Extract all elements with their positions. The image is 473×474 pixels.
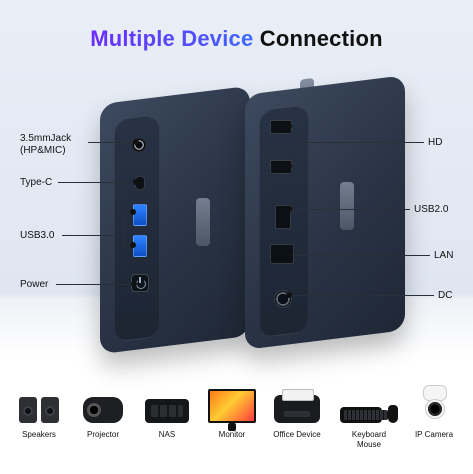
dot-hd-1: [286, 123, 292, 129]
device-label: IP Camera: [414, 430, 454, 439]
page-title: Multiple Device Connection: [0, 26, 473, 52]
camera-shape: [417, 385, 451, 423]
printer-icon: [268, 375, 326, 423]
device-label: Projector: [86, 430, 119, 439]
label-type-c: Type-C: [20, 177, 53, 188]
printer-shape: [274, 389, 320, 423]
leader-usb2: [292, 209, 410, 210]
title-accent: Multiple Device: [90, 26, 254, 51]
device-label: Monitor: [218, 430, 246, 439]
leader-usb3-bottom: [123, 245, 133, 246]
keyboard-shape: [340, 407, 389, 423]
label-lan: LAN: [434, 250, 454, 261]
label-usb2: USB2.0: [414, 204, 449, 215]
device-label: Keyboard Mouse: [351, 430, 387, 449]
dot-usb2: [286, 206, 292, 212]
speaker-left-icon: [19, 397, 37, 423]
leader-usb3: [62, 235, 123, 236]
device-item-keyboard-mouse: Keyboard Mouse: [340, 375, 398, 450]
projector-shape: [83, 397, 123, 423]
dot-usb3-2: [130, 242, 136, 248]
dot-audio-jack: [133, 139, 139, 145]
label-usb3: USB3.0: [20, 230, 55, 241]
leader-usb3-vertical: [123, 212, 124, 245]
ip-camera-icon: [405, 375, 463, 423]
dot-power: [131, 281, 137, 287]
keyboard-mouse-icon: [340, 375, 398, 423]
label-audio-jack: 3.5mmJack (HP&MIC): [20, 133, 72, 156]
device-item-speakers: Speakers: [10, 375, 68, 440]
brand-plate-right: [340, 182, 354, 230]
device-item-ip-camera: IP Camera: [405, 375, 463, 440]
speaker-right-icon: [41, 397, 59, 423]
leader-hd-vertical: [298, 126, 299, 166]
device-item-projector: Projector: [74, 375, 132, 440]
device-item-monitor: Monitor: [203, 375, 261, 440]
dot-dc: [286, 292, 292, 298]
device-label: NAS: [158, 430, 176, 439]
dot-type-c: [133, 179, 139, 185]
speakers-icon: [10, 375, 68, 423]
dot-hd-2: [286, 163, 292, 169]
leader-power: [56, 284, 134, 285]
dot-lan: [286, 252, 292, 258]
nas-icon: [138, 375, 196, 423]
device-label: Office Device: [273, 430, 321, 439]
leader-hd: [298, 142, 424, 143]
nas-shape: [145, 399, 189, 423]
leader-audio-jack: [88, 142, 136, 143]
device-item-nas: NAS: [138, 375, 196, 440]
mouse-shape: [388, 405, 398, 423]
leader-type-c: [58, 182, 136, 183]
monitor-icon: [203, 375, 261, 431]
power-button: [131, 274, 149, 292]
usb3-port-1: [133, 204, 147, 226]
title-rest: Connection: [259, 26, 383, 51]
device-strip: Speakers Projector NAS Monitor Office De…: [10, 375, 463, 467]
projector-icon: [74, 375, 132, 423]
monitor-shape: [208, 389, 256, 431]
lan-port: [270, 244, 294, 264]
leader-dc: [292, 295, 434, 296]
device-item-office-device: Office Device: [268, 375, 326, 440]
label-dc: DC: [438, 290, 453, 301]
leader-lan: [292, 255, 430, 256]
leader-usb3-top: [123, 212, 133, 213]
mini-pc-right: [245, 75, 405, 350]
label-power: Power: [20, 279, 49, 290]
brand-plate-left: [196, 198, 210, 246]
label-hd: HD: [428, 137, 443, 148]
device-label: Speakers: [22, 430, 56, 439]
dot-usb3-1: [130, 209, 136, 215]
